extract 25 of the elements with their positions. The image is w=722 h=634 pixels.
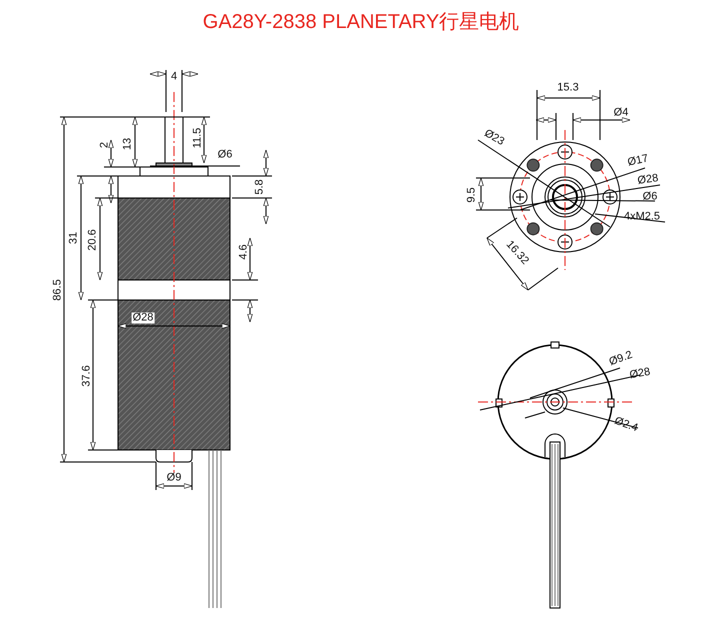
dimension-label: 13 <box>122 136 134 152</box>
dimension-label: 86.5 <box>52 278 64 302</box>
dimension-label: 4xM2.5 <box>622 212 662 222</box>
dimension-label: 11.5 <box>192 126 204 150</box>
dimension-label: 9.5 <box>466 186 478 204</box>
dimension-label: 20.6 <box>88 228 98 252</box>
dimension-label: Ø28 <box>628 366 652 382</box>
dimension-label: Ø6 <box>216 150 234 160</box>
dimension-label: Ø17 <box>626 153 650 169</box>
dimension-label: Ø4 <box>612 108 630 118</box>
dimension-label: Ø6 <box>642 192 658 202</box>
dimension-label: 37.6 <box>82 364 92 388</box>
dimension-label: 31 <box>68 230 80 246</box>
dimension-label: 5.8 <box>254 178 266 196</box>
dimension-label: Ø9.2 <box>606 349 634 368</box>
dimension-label: Ø23 <box>481 128 507 148</box>
dimension-label: 15.3 <box>556 82 580 94</box>
dimension-label: 4.6 <box>238 243 250 261</box>
dimension-label: 4 <box>170 72 178 82</box>
dimension-label: Ø2.4 <box>612 415 640 435</box>
dimension-label: Ø9 <box>166 472 182 484</box>
dimension-label: Ø28 <box>636 172 660 188</box>
title: GA28Y-2838 PLANETARY行星电机 <box>202 10 520 35</box>
dimension-label: 2 <box>100 140 110 150</box>
dimension-label: Ø28 <box>132 312 154 324</box>
